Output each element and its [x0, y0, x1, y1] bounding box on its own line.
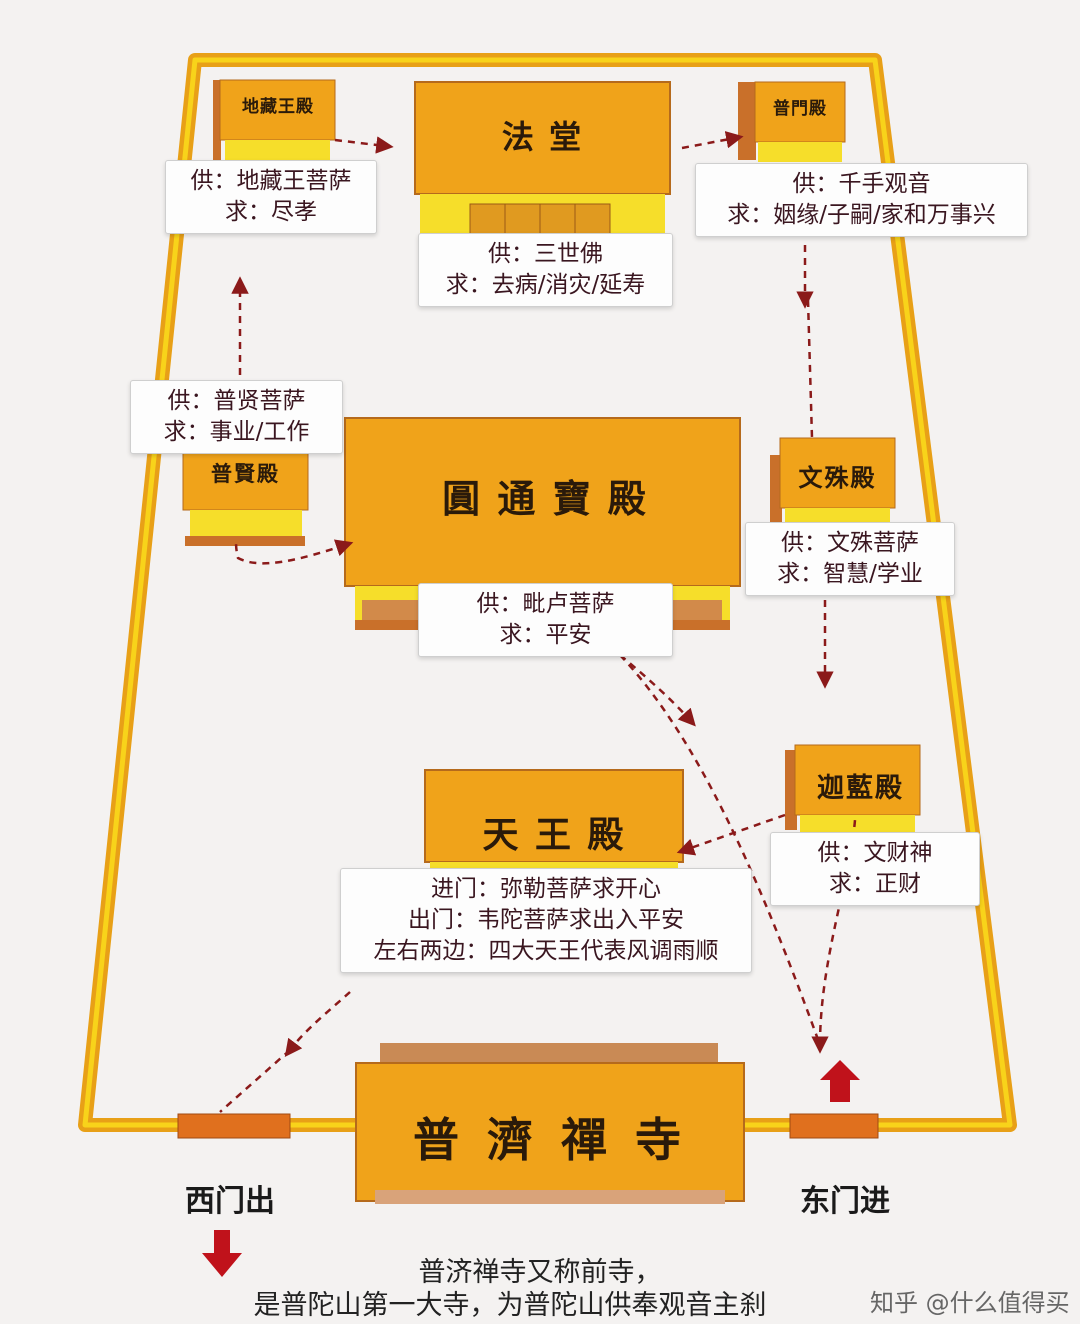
note-yuantong-line-1: 供：毗卢菩萨: [476, 591, 615, 617]
note-qielan: 供：文财神 求：正财: [770, 832, 980, 906]
exit-arrow: [202, 1230, 242, 1277]
hall-label-wenshu: 文殊殿: [798, 463, 877, 492]
hall-label-qielan: 迦藍殿: [817, 773, 904, 804]
note-tianwang: 进门：弥勒菩萨求开心 出门：韦陀菩萨求出入平安 左右两边：四大天王代表风调雨顺: [340, 868, 752, 973]
note-dizang-line-1: 供：地藏王菩萨: [190, 168, 352, 194]
note-tianwang-line-2: 出门：韦陀菩萨求出入平安: [408, 907, 684, 933]
note-qielan-line-1: 供：文财神: [817, 840, 933, 866]
note-pumen-line-2: 求：姻缘/子嗣/家和万事兴: [727, 202, 996, 228]
note-pumen-line-1: 供：千手观音: [792, 171, 931, 197]
note-qielan-line-2: 求：正财: [829, 871, 921, 897]
west-gate-label: 西门出: [185, 1184, 275, 1219]
note-yuantong: 供：毗卢菩萨 求：平安: [418, 583, 673, 657]
note-fatang: 供：三世佛 求：去病/消灾/延寿: [418, 233, 673, 307]
note-puxian: 供：普贤菩萨 求：事业/工作: [130, 380, 343, 454]
note-fatang-line-2: 求：去病/消灾/延寿: [445, 272, 646, 298]
note-wenshu: 供：文殊菩萨 求：智慧/学业: [745, 522, 955, 596]
hall-tianwang: [424, 769, 684, 872]
compound-wall: [78, 53, 1017, 1132]
caption-line-1: 普济禅寺又称前寺，: [418, 1257, 662, 1288]
hall-pumen: [738, 81, 846, 162]
hall-label-dizang: 地藏王殿: [242, 97, 314, 117]
note-yuantong-line-2: 求：平安: [499, 622, 592, 648]
hall-fatang: [414, 81, 671, 245]
route-arrows: [219, 131, 857, 1113]
hall-label-yuantong: 圓 通 寶 殿: [442, 476, 648, 521]
hall-puxian: [182, 444, 309, 546]
note-fatang-line-1: 供：三世佛: [488, 241, 603, 267]
hall-label-pumen: 普門殿: [773, 99, 827, 119]
east-gate-label: 东门进: [800, 1184, 890, 1219]
hall-label-puxian: 普賢殿: [211, 461, 280, 486]
note-dizang: 供：地藏王菩萨 求：尽孝: [165, 160, 377, 234]
hall-qielan: [785, 744, 921, 833]
hall-label-tianwang: 天 王 殿: [482, 814, 626, 856]
note-puxian-line-1: 供：普贤菩萨: [167, 388, 306, 414]
watermark: 知乎 @什么值得买: [870, 1289, 1070, 1317]
hall-label-fatang: 法 堂: [501, 118, 584, 156]
caption-line-2: 是普陀山第一大寺，为普陀山供奉观音主刹: [253, 1290, 767, 1321]
east-gate: [789, 1113, 879, 1139]
note-tianwang-line-1: 进门：弥勒菩萨求开心: [431, 876, 661, 902]
note-dizang-line-2: 求：尽孝: [225, 199, 317, 225]
note-tianwang-line-3: 左右两边：四大天王代表风调雨顺: [373, 938, 719, 964]
note-wenshu-line-2: 求：智慧/学业: [777, 561, 923, 587]
hall-label-pujisi: 普 濟 禪 寺: [412, 1113, 688, 1167]
west-gate: [177, 1113, 291, 1139]
note-wenshu-line-1: 供：文殊菩萨: [781, 530, 919, 556]
hall-pujisi: [355, 1043, 745, 1204]
note-pumen: 供：千手观音 求：姻缘/子嗣/家和万事兴: [695, 163, 1028, 237]
hall-dizang: [213, 79, 336, 162]
note-puxian-line-2: 求：事业/工作: [163, 419, 310, 445]
entry-arrow: [820, 1060, 860, 1102]
